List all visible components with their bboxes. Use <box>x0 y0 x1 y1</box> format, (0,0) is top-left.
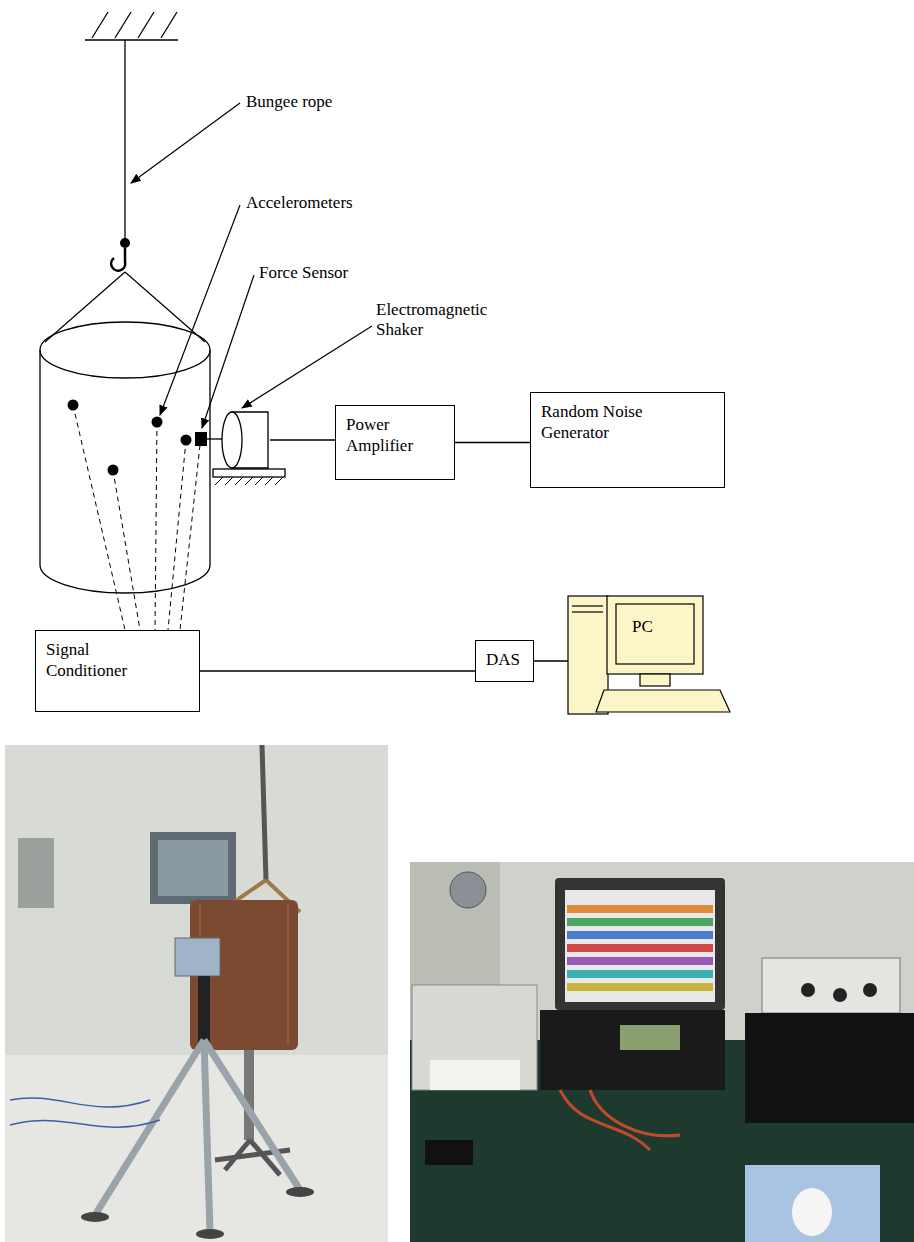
photo-hanging-cylinder <box>5 745 388 1242</box>
node-text: Signal Conditioner <box>46 639 146 682</box>
part-label: Bungee rope <box>244 92 334 112</box>
generator-box: Random Noise Generator <box>530 392 725 488</box>
node-text: Random Noise Generator <box>541 401 661 444</box>
ground-hatch <box>215 477 283 485</box>
bungee-rope <box>124 40 125 240</box>
conditioner-box: Signal Conditioner <box>35 630 200 712</box>
cylinder-shell <box>40 322 210 593</box>
node-text: PC <box>632 616 653 637</box>
node-text: DAS <box>486 649 520 670</box>
force-sensor <box>195 432 207 446</box>
amplifier-box: Power Amplifier <box>335 405 455 480</box>
signal-wire <box>200 670 475 671</box>
das-box: DAS <box>475 640 534 682</box>
accelerometer-dots <box>68 400 192 476</box>
shaker-symbol <box>207 412 335 477</box>
signal-wire <box>534 660 568 661</box>
computer-node: PC <box>568 596 730 714</box>
rope-knot <box>120 238 130 248</box>
ceiling-support <box>85 12 178 40</box>
photo-instruments <box>410 862 914 1242</box>
leader-arrows <box>131 103 372 428</box>
hook <box>111 248 125 271</box>
node-text: Power Amplifier <box>346 414 436 457</box>
part-label: Force Sensor <box>257 263 350 283</box>
part-label: Electromagnetic Shaker <box>374 300 508 341</box>
signal-wire <box>455 442 530 443</box>
computer-illustration <box>568 596 730 714</box>
part-label: Accelerometers <box>244 193 355 213</box>
sling <box>45 272 205 342</box>
sensor-cables <box>73 405 200 630</box>
